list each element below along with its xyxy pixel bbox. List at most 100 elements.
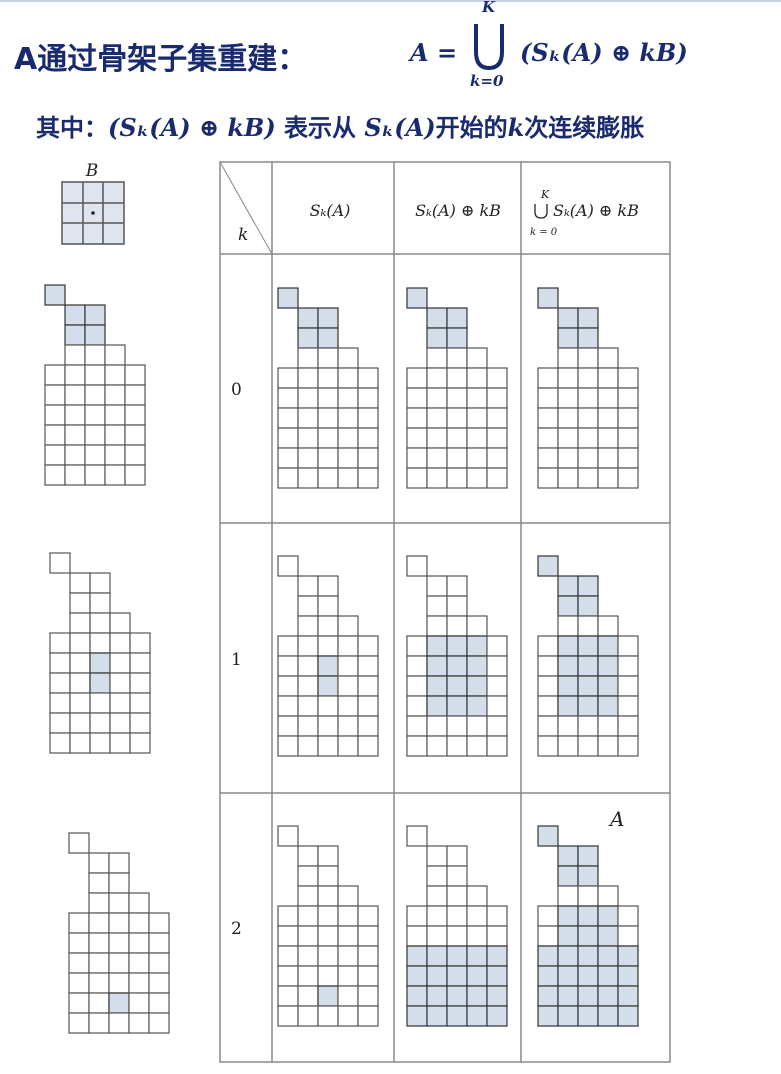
highlight-cell bbox=[317, 655, 339, 677]
shape-cell bbox=[337, 1005, 359, 1027]
highlight-cell bbox=[297, 327, 319, 349]
shape-cell bbox=[277, 715, 299, 737]
highlight-cell bbox=[446, 695, 468, 717]
shape-cell bbox=[577, 387, 599, 409]
shape-cell bbox=[357, 715, 379, 737]
subtitle-k: k bbox=[507, 113, 525, 142]
reconstruction-formula: A = K k=0 (Sₖ(A) ⊕ kB) bbox=[408, 0, 728, 100]
highlight-cell bbox=[537, 965, 559, 987]
shape-cell bbox=[337, 735, 359, 757]
shape-cell bbox=[577, 467, 599, 489]
shape-cell bbox=[337, 695, 359, 717]
highlight-cell bbox=[557, 695, 579, 717]
shape-cell bbox=[64, 384, 86, 406]
shape-cell bbox=[49, 672, 71, 694]
shape-cell bbox=[337, 427, 359, 449]
row-label-1: 1 bbox=[231, 650, 242, 670]
shape-cell bbox=[577, 735, 599, 757]
shape-cell bbox=[108, 852, 130, 874]
shape-cell bbox=[357, 387, 379, 409]
shape-cell bbox=[297, 715, 319, 737]
shape-cell bbox=[337, 675, 359, 697]
header-k: k bbox=[238, 225, 248, 245]
highlight-cell bbox=[577, 327, 599, 349]
shape-cell bbox=[617, 925, 639, 947]
highlight-cell bbox=[557, 327, 579, 349]
shape-cell bbox=[297, 595, 319, 617]
highlight-cell bbox=[577, 675, 599, 697]
highlight-cell bbox=[577, 965, 599, 987]
shape-cell bbox=[357, 985, 379, 1007]
shape-cell bbox=[357, 635, 379, 657]
shape-cell bbox=[88, 932, 110, 954]
highlight-cell bbox=[466, 985, 488, 1007]
shape-cell bbox=[49, 712, 71, 734]
shape-cell bbox=[69, 612, 91, 634]
shape-cell bbox=[537, 447, 559, 469]
highlight-cell bbox=[466, 945, 488, 967]
shape-cell bbox=[317, 1005, 339, 1027]
shape-cell bbox=[104, 364, 126, 386]
shape-cell bbox=[557, 735, 579, 757]
shape-cell bbox=[297, 347, 319, 369]
shape-cell bbox=[557, 447, 579, 469]
shape-cell bbox=[537, 655, 559, 677]
shape-cell bbox=[88, 852, 110, 874]
highlight-cell bbox=[89, 652, 111, 674]
highlight-cell bbox=[557, 865, 579, 887]
shape-cell bbox=[128, 972, 150, 994]
shape-cell bbox=[486, 387, 508, 409]
highlight-cell bbox=[537, 825, 559, 847]
shape-cell bbox=[337, 885, 359, 907]
shape-cell bbox=[104, 444, 126, 466]
shape-cell bbox=[317, 845, 339, 867]
shape-cell bbox=[64, 464, 86, 486]
shape-cell bbox=[89, 632, 111, 654]
shape-cell bbox=[446, 575, 468, 597]
shape-cell bbox=[89, 592, 111, 614]
table-frame bbox=[219, 161, 671, 1063]
shape-cell bbox=[486, 635, 508, 657]
highlight-cell bbox=[406, 965, 428, 987]
highlight-cell bbox=[446, 307, 468, 329]
shape-cell bbox=[557, 427, 579, 449]
highlight-cell bbox=[406, 985, 428, 1007]
shape-cell bbox=[297, 985, 319, 1007]
shape-cell bbox=[337, 905, 359, 927]
shape-cell bbox=[317, 865, 339, 887]
highlight-cell bbox=[426, 695, 448, 717]
dil1-panel bbox=[406, 555, 508, 757]
formula-lhs: A = bbox=[410, 38, 458, 67]
highlight-cell bbox=[108, 992, 130, 1014]
highlight-cell bbox=[64, 324, 86, 346]
shape-cell bbox=[446, 387, 468, 409]
subtitle: 其中：(Sₖ(A) ⊕ kB) 表示从 Sₖ(A)开始的k次连续膨胀 bbox=[36, 108, 644, 143]
skeleton-row2-left bbox=[68, 832, 170, 1034]
shape-cell bbox=[317, 467, 339, 489]
shape-cell bbox=[68, 992, 90, 1014]
highlight-cell bbox=[44, 284, 66, 306]
shape-cell bbox=[466, 447, 488, 469]
shape-cell bbox=[537, 715, 559, 737]
highlight-cell bbox=[617, 985, 639, 1007]
shape-cell bbox=[486, 407, 508, 429]
shape-cell bbox=[426, 715, 448, 737]
shape-cell bbox=[486, 427, 508, 449]
shape-cell bbox=[577, 407, 599, 429]
shape-cell bbox=[297, 925, 319, 947]
highlight-cell bbox=[557, 635, 579, 657]
highlight-cell bbox=[446, 945, 468, 967]
shape-cell bbox=[557, 367, 579, 389]
highlight-cell bbox=[317, 327, 339, 349]
highlight-cell bbox=[577, 655, 599, 677]
shape-cell bbox=[104, 464, 126, 486]
shape-cell bbox=[124, 404, 146, 426]
shape-cell bbox=[357, 675, 379, 697]
shape-cell bbox=[277, 635, 299, 657]
shape-cell bbox=[406, 367, 428, 389]
shape-cell bbox=[128, 1012, 150, 1034]
highlight-cell bbox=[537, 985, 559, 1007]
shape-cell bbox=[88, 952, 110, 974]
structuring-element-grid bbox=[61, 181, 125, 245]
shape-cell bbox=[109, 612, 131, 634]
